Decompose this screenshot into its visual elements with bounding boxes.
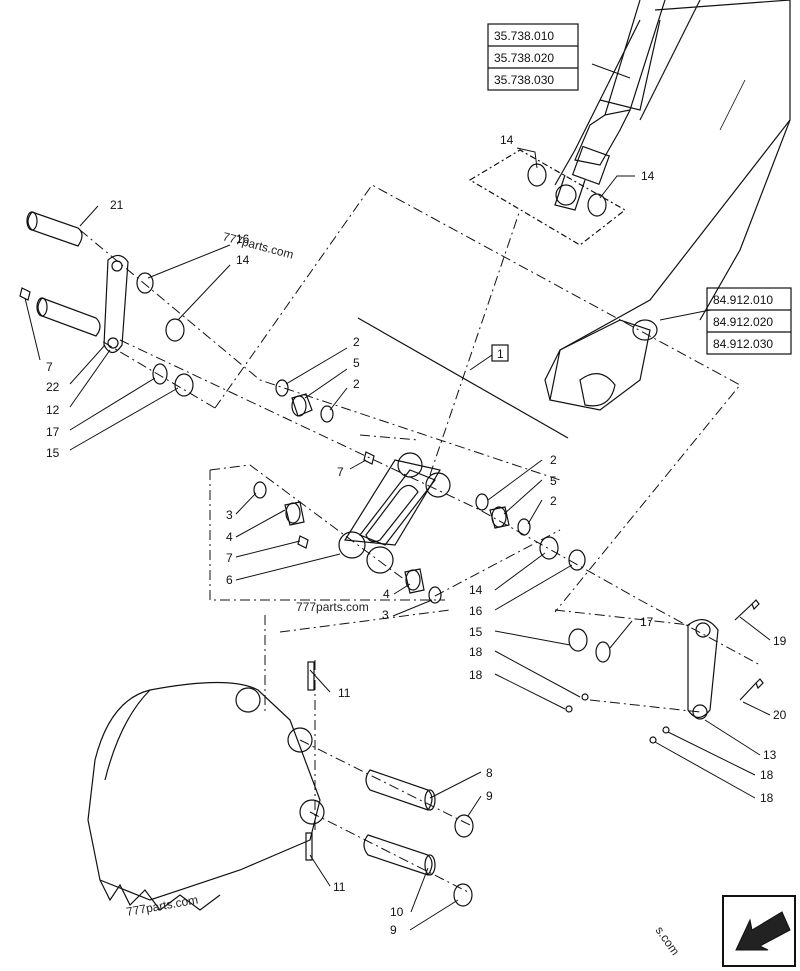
callout: 2 [353, 377, 360, 391]
next-page-arrow-icon[interactable] [722, 895, 796, 967]
pin-8 [365, 769, 433, 811]
seal-3-right [428, 586, 442, 604]
bolt-19 [734, 603, 753, 621]
pin-22 [37, 297, 101, 337]
callout: 16 [236, 232, 250, 246]
callout: 14 [469, 583, 483, 597]
callout: 7 [46, 360, 53, 374]
nut-18-a [581, 693, 589, 701]
callout: 9 [486, 789, 493, 803]
callout: 2 [550, 494, 557, 508]
nut-18-d [662, 726, 670, 734]
callout: 2 [353, 335, 360, 349]
o-ring-9-upper [454, 814, 474, 838]
callout: 14 [236, 253, 250, 267]
leader-lines [24, 63, 771, 931]
callout: 21 [110, 198, 124, 212]
o-ring-15-right [568, 628, 588, 652]
callout: 4 [383, 587, 390, 601]
bushing-5-upper [291, 393, 313, 417]
callout: 18 [760, 791, 774, 805]
nut-18-b [565, 705, 573, 713]
seal-2-right-a [475, 493, 489, 511]
arm-ref-3[interactable]: 84.912.030 [713, 337, 773, 351]
callout: 3 [226, 508, 233, 522]
seal-2-upper-b [320, 405, 334, 423]
arm-ref-2[interactable]: 84.912.020 [713, 315, 773, 329]
callout: 18 [469, 645, 483, 659]
o-ring-14-right [539, 536, 559, 560]
callout: 8 [486, 766, 493, 780]
callout: 17 [46, 425, 60, 439]
shim-16-left [136, 272, 154, 294]
cylinder-pin-box [468, 149, 627, 246]
grease-fitting-7-low [297, 535, 309, 549]
callout: 5 [353, 356, 360, 370]
callout: 17 [640, 615, 654, 629]
linkage-6 [338, 452, 451, 574]
callout: 6 [226, 573, 233, 587]
cylinder-ref-2[interactable]: 35.738.020 [494, 51, 554, 65]
callout: 5 [550, 474, 557, 488]
assembly-lines [79, 184, 761, 894]
bolt-11-upper [307, 661, 315, 691]
callout: 11 [333, 880, 346, 894]
callout: 18 [469, 668, 483, 682]
bolt-11-lower [305, 832, 313, 861]
callout: 15 [469, 625, 483, 639]
callout: 10 [390, 905, 404, 919]
hydraulic-cylinder [554, 0, 666, 211]
callout: 3 [382, 608, 389, 622]
shim-16-right [568, 549, 586, 571]
group-1-box [491, 344, 509, 362]
cylinder-reference-box [487, 23, 579, 91]
pin-10 [363, 834, 433, 876]
group-1-bracket [357, 317, 569, 439]
nut-18-c [649, 736, 657, 744]
callout: 19 [773, 634, 787, 648]
arm-ref-1[interactable]: 84.912.010 [713, 293, 773, 307]
o-ring-14-left [165, 318, 185, 342]
seal-2-upper-a [275, 379, 289, 397]
callout: 12 [46, 403, 60, 417]
shim-17-right [595, 641, 611, 663]
o-ring-14-top-right [587, 193, 607, 217]
callout: 14 [641, 169, 655, 183]
seal-3-left [253, 481, 267, 499]
watermark: 777parts.com [296, 600, 369, 614]
callout: 16 [469, 604, 483, 618]
shim-17-left [152, 363, 168, 385]
o-ring-15-left [174, 373, 194, 397]
o-ring-9-lower [453, 883, 473, 907]
watermark: 777parts.com [221, 229, 295, 261]
callout: 2 [550, 453, 557, 467]
bolt-20 [739, 682, 757, 701]
callout: 15 [46, 446, 60, 460]
callout: 4 [226, 530, 233, 544]
bucket [87, 681, 325, 911]
link-13 [687, 619, 719, 719]
callout: 20 [773, 708, 787, 722]
callout: 14 [500, 133, 514, 147]
callout: 22 [46, 380, 60, 394]
grease-fitting-7-left [19, 287, 31, 301]
callout: 13 [763, 748, 777, 762]
callout: 7 [337, 465, 344, 479]
arrow-glyph-icon [735, 911, 791, 951]
callout: 18 [760, 768, 774, 782]
cylinder-ref-1[interactable]: 35.738.010 [494, 29, 554, 43]
link-12 [103, 254, 129, 354]
group-tag: 1 [497, 347, 504, 361]
callout: 11 [338, 686, 351, 700]
callout: 7 [226, 551, 233, 565]
cylinder-ref-3[interactable]: 35.738.030 [494, 73, 554, 87]
callout: 9 [390, 923, 397, 937]
arm-reference-box [706, 287, 792, 355]
watermark: s.com [653, 924, 683, 958]
grease-fitting-7-mid [363, 451, 375, 465]
